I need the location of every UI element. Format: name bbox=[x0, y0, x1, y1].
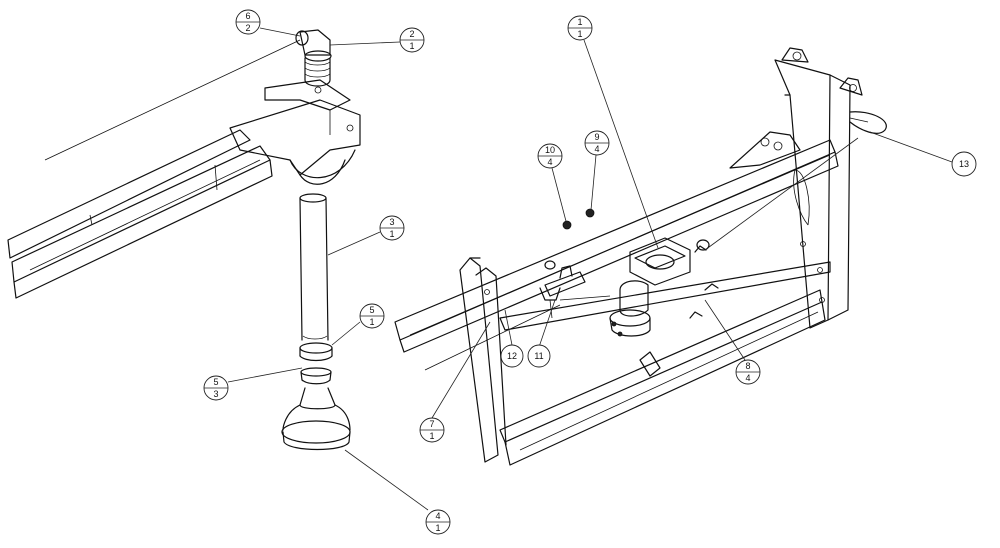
balloon-11: 11 bbox=[527, 344, 551, 368]
balloon-5-3: 5 3 bbox=[203, 375, 229, 401]
tube-part bbox=[299, 193, 329, 341]
balloon-item-label: 7 bbox=[429, 419, 434, 429]
balloon-qty-label: 1 bbox=[389, 229, 394, 239]
balloon-qty-label: 1 bbox=[435, 523, 440, 533]
balloon-qty-label: 2 bbox=[245, 23, 250, 33]
balloon-qty-label: 1 bbox=[409, 41, 414, 51]
leader-lines bbox=[227, 27, 953, 511]
frame-assembly bbox=[394, 47, 887, 466]
balloon-item-label: 6 bbox=[245, 11, 250, 21]
balloon-item-label: 3 bbox=[389, 217, 394, 227]
balloon-qty-label: 4 bbox=[745, 373, 750, 383]
balloon-qty-label: 1 bbox=[429, 431, 434, 441]
balloon-item-label: 5 bbox=[213, 377, 218, 387]
balloon-item-label: 9 bbox=[594, 132, 599, 142]
balloon-8-4: 8 4 bbox=[735, 359, 761, 385]
ring-parts bbox=[299, 342, 333, 385]
balloon-6-2: 6 2 bbox=[235, 9, 261, 35]
balloon-9-4: 9 4 bbox=[584, 130, 610, 156]
balloon-qty-label: 1 bbox=[577, 29, 582, 39]
balloon-qty-label: 1 bbox=[369, 317, 374, 327]
balloon-qty-label: 3 bbox=[213, 389, 218, 399]
balloon-item-label: 2 bbox=[409, 29, 414, 39]
balloon-item-label: 4 bbox=[435, 511, 440, 521]
balloon-qty-label: 4 bbox=[594, 144, 599, 154]
balloon-item-label: 11 bbox=[534, 351, 543, 361]
balloon-1-1-top: 1 1 bbox=[567, 15, 593, 41]
nozzle-bell-part bbox=[281, 387, 351, 451]
balloon-7-1: 7 1 bbox=[419, 417, 445, 443]
balloon-item-label: 13 bbox=[959, 159, 969, 169]
balloon-10-4: 10 4 bbox=[537, 143, 563, 169]
balloon-qty-label: 4 bbox=[547, 157, 552, 167]
balloon-3-1: 3 1 bbox=[379, 215, 405, 241]
balloon-item-label: 10 bbox=[545, 145, 555, 155]
balloon-4-1: 4 1 bbox=[425, 509, 451, 535]
balloon-2-1: 2 1 bbox=[399, 27, 425, 53]
balloon-item-label: 8 bbox=[745, 361, 750, 371]
balloon-13: 13 bbox=[951, 151, 977, 177]
balloon-12: 12 bbox=[500, 344, 524, 368]
balloon-item-label: 1 bbox=[577, 17, 582, 27]
balloon-5-1: 5 1 bbox=[359, 303, 385, 329]
balloon-item-label: 5 bbox=[369, 305, 374, 315]
balloon-item-label: 12 bbox=[507, 351, 517, 361]
boom-arm-assembly bbox=[7, 29, 361, 299]
